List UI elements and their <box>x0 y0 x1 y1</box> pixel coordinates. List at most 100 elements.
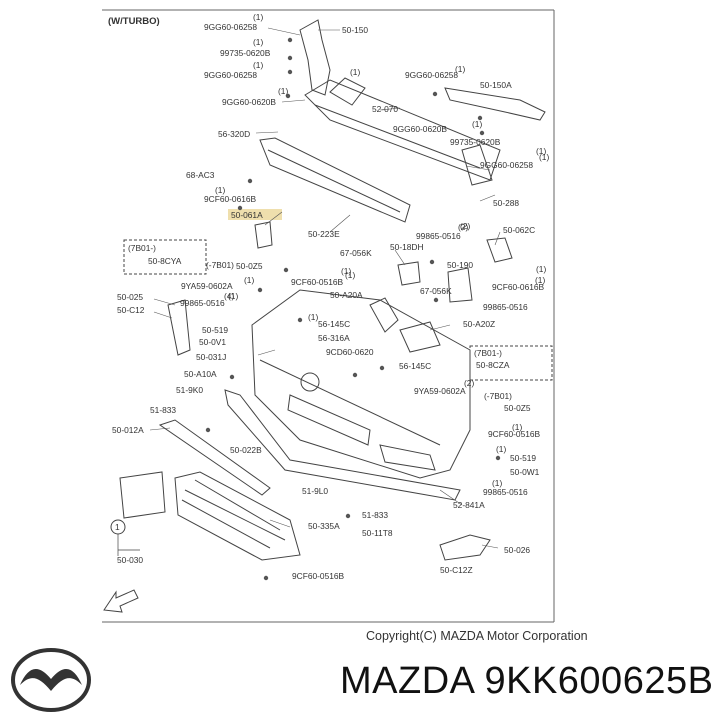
part-label: (-7B01) <box>206 260 234 270</box>
callout-number: (1) <box>536 264 546 274</box>
part-label: 56-145C <box>399 361 431 371</box>
callout-number: (1) <box>278 86 288 96</box>
part-label: 50-150 <box>342 25 368 35</box>
energy-absorber <box>259 137 411 223</box>
part-label: 50-0V1 <box>199 337 226 347</box>
part-label: 9GG60-06258 <box>480 160 533 170</box>
variant-label: (W/TURBO) <box>108 16 160 27</box>
callout-number: (1) <box>350 67 360 77</box>
callout-number: (1) <box>536 146 546 156</box>
mazda-logo-icon <box>11 648 91 712</box>
liner-50-a20a <box>369 297 399 333</box>
part-label: 50-11T8 <box>362 528 393 538</box>
liner-50-a20z <box>399 321 441 353</box>
part-number-title: MAZDA 9KK600625B <box>340 660 714 702</box>
part-label: 50-0Z5 <box>236 261 263 271</box>
copyright-notice: Copyright(C) MAZDA Motor Corporation <box>366 629 588 643</box>
part-label: 9YA59-0602A <box>414 386 466 396</box>
callout-number: (1) <box>492 478 502 488</box>
part-labels: 9GG60-06258 50-150 99735-0620B 9GG60-06258 9… <box>112 22 545 581</box>
callout-number: (1) <box>539 152 549 162</box>
callout-number: (1) <box>253 12 263 22</box>
callout-number: (1) <box>228 291 238 301</box>
callout-number: (1) <box>244 275 254 285</box>
license-plate-bracket <box>119 471 166 519</box>
callout-number: (1) <box>215 185 225 195</box>
parts-drawings <box>119 19 546 561</box>
part-label: 50-026 <box>504 545 530 555</box>
part-label: 50-8CZA <box>476 360 510 370</box>
tow-hook-cover <box>300 372 320 392</box>
bracket-50-150 <box>299 19 331 96</box>
part-label: 50-061A <box>231 210 263 220</box>
part-label: 56-316A <box>318 333 350 343</box>
part-label: 99735-0620B <box>450 137 501 147</box>
part-label: 50-A20Z <box>463 319 495 329</box>
part-label: 50-288 <box>493 198 519 208</box>
bumper-fascia <box>251 289 471 479</box>
callout-number: (1) <box>512 422 522 432</box>
part-label: 50-519 <box>202 325 228 335</box>
part-label: 99865-0516 <box>483 302 528 312</box>
part-label: 51-9K0 <box>176 385 203 395</box>
part-label: 52-070 <box>372 104 398 114</box>
part-label: 9CF60-0516B <box>292 571 345 581</box>
part-label: 68-AC3 <box>186 170 215 180</box>
bracket-50-062c <box>486 237 513 263</box>
part-label: 9CF60-0616B <box>492 282 545 292</box>
part-label: 50-022B <box>230 445 262 455</box>
circle-callout-number: 1 <box>115 522 120 532</box>
callout-number: (1) <box>472 119 482 129</box>
fasteners <box>205 37 501 581</box>
callout-number: (1) <box>308 312 318 322</box>
part-label: 9GG60-0620B <box>222 97 276 107</box>
part-label: 50-150A <box>480 80 512 90</box>
bracket-50-150a <box>444 87 546 121</box>
callout-numbers: (1)(1)(1)(1)(1)(1)(1)(1)(1)(2)(1)(1)(1)(… <box>215 12 549 488</box>
callout-number: (2) <box>460 221 470 231</box>
part-label: 50-A20A <box>330 290 363 300</box>
bumper-reinforcement <box>304 79 501 181</box>
part-label: 51-9L0 <box>302 486 328 496</box>
part-label: (7B01-) <box>474 348 502 358</box>
part-label: 99865-0516 <box>416 231 461 241</box>
part-label: 9GG60-06258 <box>204 22 257 32</box>
part-label: 50-C12 <box>117 305 145 315</box>
part-label: 9GG60-0620B <box>393 124 447 134</box>
callout-number: (1) <box>345 270 355 280</box>
part-label: 50-025 <box>117 292 143 302</box>
part-label: 50-C12Z <box>440 565 473 575</box>
callout-box-right <box>469 345 553 381</box>
part-label: 99865-0516 <box>180 298 225 308</box>
callout-number: (1) <box>253 60 263 70</box>
part-label: 56-320D <box>218 129 250 139</box>
callout-number: (1) <box>535 275 545 285</box>
part-label: 50-012A <box>112 425 144 435</box>
part-label: (-7B01) <box>484 391 512 401</box>
side-marker-50-c12z <box>439 534 491 561</box>
grille-opening <box>287 394 371 446</box>
part-label: 50-A10A <box>184 369 217 379</box>
callout-number: (1) <box>341 266 351 276</box>
callout-number: (1) <box>455 64 465 74</box>
part-label: 52-841A <box>453 500 485 510</box>
leader-lines <box>149 27 501 549</box>
part-label: 99865-0516 <box>483 487 528 497</box>
part-label: 9GG60-06258 <box>204 70 257 80</box>
part-label: 50-335A <box>308 521 340 531</box>
callout-number: (4) <box>224 291 234 301</box>
grille-strip <box>158 419 271 496</box>
front-arrow-icon <box>103 589 139 613</box>
part-label: 50-18DH <box>390 242 424 252</box>
part-label: 9CF60-0516B <box>488 429 541 439</box>
part-label: (7B01-) <box>128 243 156 253</box>
callout-number: (2) <box>464 378 474 388</box>
part-label: 50-030 <box>117 555 143 565</box>
part-label: 50-062C <box>503 225 535 235</box>
part-label: 99735-0620B <box>220 48 271 58</box>
part-label: 67-056K <box>420 286 452 296</box>
part-label: 9GG60-06258 <box>405 70 458 80</box>
part-label: 67-056K <box>340 248 372 258</box>
